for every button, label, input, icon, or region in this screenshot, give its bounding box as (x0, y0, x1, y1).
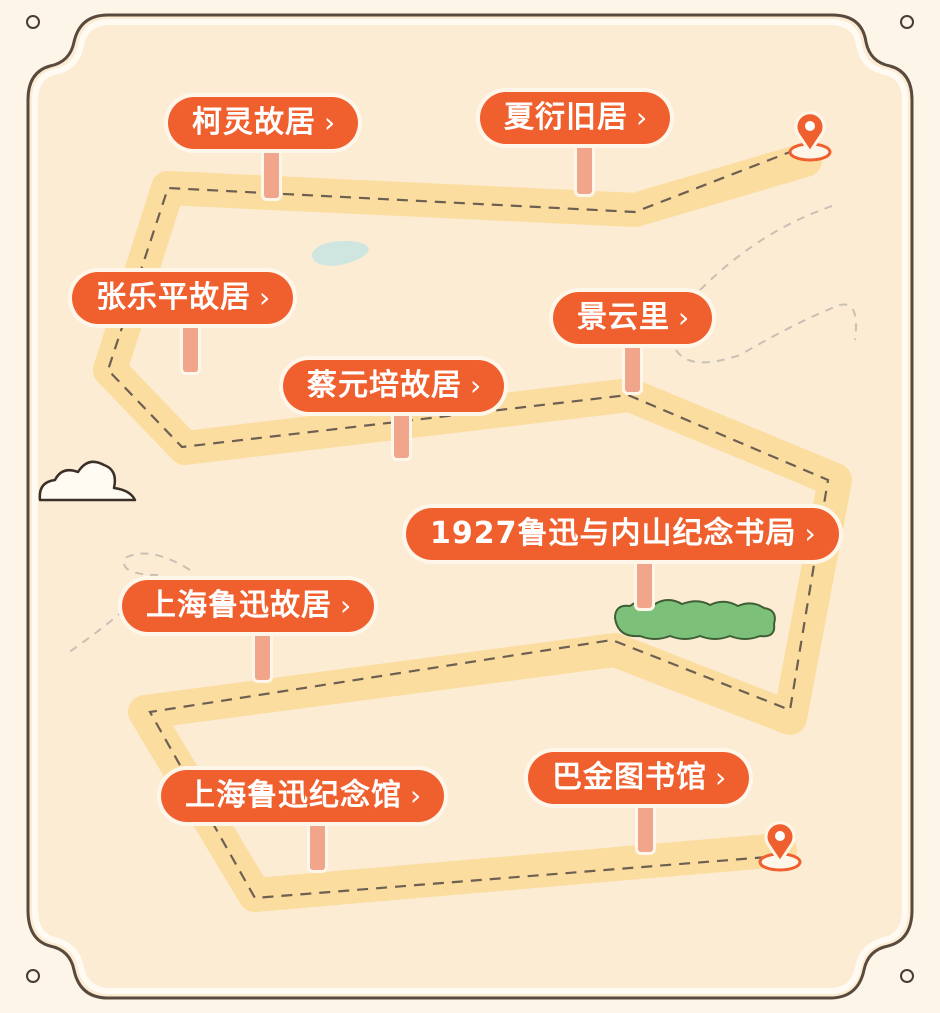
bush-icon (613, 599, 776, 640)
stop-bajin-button[interactable]: 巴金图书馆› (528, 752, 750, 804)
chevron-right-icon: › (804, 517, 817, 550)
route-dashed-line (106, 148, 830, 900)
stop-label: 蔡元培故居 (307, 368, 462, 403)
end-marker (758, 821, 802, 872)
stop-label: 夏衍旧居 (504, 100, 628, 135)
stop-luxun-museum-button[interactable]: 上海鲁迅纪念馆› (161, 770, 445, 822)
stop-label: 巴金图书馆 (552, 760, 707, 795)
cloud-icon (38, 460, 137, 502)
signpost (638, 802, 653, 852)
stop-label: 张乐平故居 (96, 280, 251, 315)
corner-dot (26, 15, 40, 29)
stop-keling-button[interactable]: 柯灵故居› (168, 97, 359, 149)
location-pin-icon (764, 821, 796, 865)
chevron-right-icon: › (715, 761, 728, 794)
chevron-right-icon: › (259, 281, 272, 314)
stop-caiyuanpei-button[interactable]: 蔡元培故居› (283, 360, 505, 412)
stop-label: 1927鲁迅与内山纪念书局 (430, 516, 797, 551)
lake-icon (311, 240, 369, 266)
stop-label: 上海鲁迅纪念馆 (185, 778, 402, 813)
chevron-right-icon: › (470, 369, 483, 402)
corner-dot (900, 969, 914, 983)
signpost (637, 558, 652, 608)
signpost (394, 410, 409, 458)
chevron-right-icon: › (678, 301, 691, 334)
corner-dot (900, 15, 914, 29)
stop-neishan-button[interactable]: 1927鲁迅与内山纪念书局› (406, 508, 839, 560)
location-pin-icon (794, 111, 826, 155)
chevron-right-icon: › (340, 589, 353, 622)
signpost (183, 322, 198, 372)
signpost (264, 146, 279, 198)
stop-label: 上海鲁迅故居 (146, 588, 332, 623)
stop-zhangleping-button[interactable]: 张乐平故居› (72, 272, 294, 324)
chevron-right-icon: › (410, 779, 423, 812)
start-marker (788, 111, 832, 162)
signpost (255, 630, 270, 680)
corner-dot (26, 969, 40, 983)
chevron-right-icon: › (324, 106, 337, 139)
stop-label: 景云里 (577, 300, 670, 335)
signpost (310, 820, 325, 870)
stop-jingyunli-button[interactable]: 景云里› (553, 292, 713, 344)
stop-xiayan-button[interactable]: 夏衍旧居› (480, 92, 671, 144)
stop-luxun-residence-button[interactable]: 上海鲁迅故居› (122, 580, 375, 632)
signpost (577, 142, 592, 194)
stop-label: 柯灵故居 (192, 105, 316, 140)
signpost (625, 342, 640, 392)
chevron-right-icon: › (636, 101, 649, 134)
